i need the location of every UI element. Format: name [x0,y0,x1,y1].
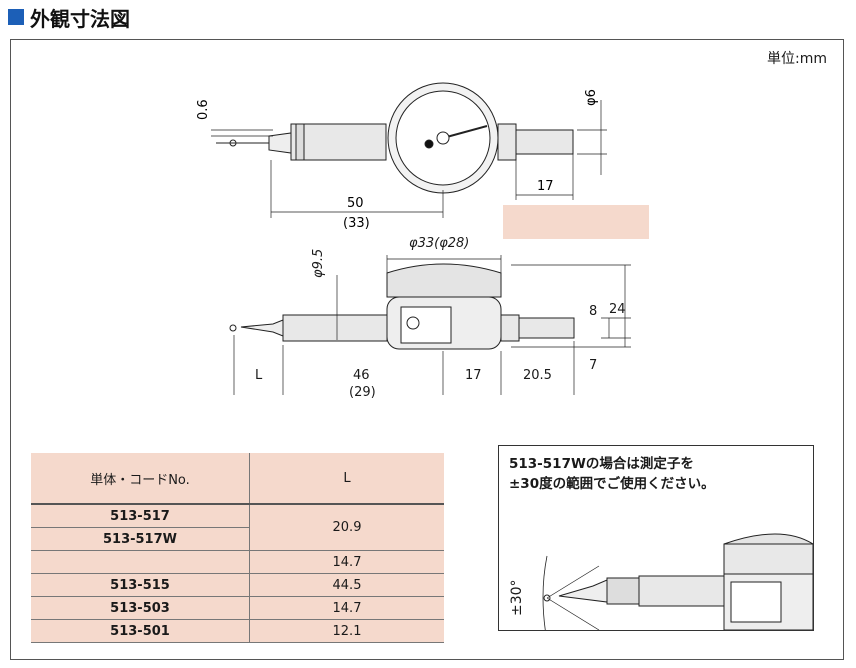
page-title-text: 外観寸法図 [30,6,130,31]
unit-label: 単位:mm [767,51,827,67]
spec-table: 単体・コードNo. L 513-517 20.9 513-517W 14.7 5… [31,453,444,643]
table-header-L: L [249,453,444,505]
table-row-L: 12.1 [249,619,444,643]
dim-8-label: 8 [589,304,598,319]
title-square-icon [8,9,24,25]
table-header-code: 単体・コードNo. [31,453,250,505]
page-title: 外観寸法図 [8,2,130,32]
note-angle-label: ±30° [509,579,525,616]
table-row-code: 513-503 [31,596,250,620]
dim-24-label: 24 [609,302,626,317]
note-text: 513-517Wの場合は測定子を ±30度の範囲でご使用ください。 [509,454,715,494]
table-row-code: 513-517 [31,504,250,528]
note-line-2: ±30度の範囲でご使用ください。 [509,476,715,492]
dim-stem-len-label: 17 [537,179,554,194]
dim-17-label: 17 [465,368,482,383]
dim-stem-dia-label: φ6 [584,89,599,106]
note-line-1: 513-517Wの場合は測定子を [509,456,694,472]
table-row-L: 14.7 [249,550,444,574]
top-view-drawing: 0.6 φ6 17 50 (33) [196,82,607,231]
dim-length-alt-label: (33) [343,216,370,231]
highlight-box [503,205,649,239]
table-row-code [31,550,250,574]
dim-7-label: 7 [589,358,598,373]
table-row-L: 20.9 [249,504,444,551]
dim-tip-label: 0.6 [196,99,211,120]
dim-20-5-label: 20.5 [523,368,552,383]
table-row-code: 513-517W [31,527,250,551]
dim-face-label: φ33(φ28) [409,236,470,251]
dim-46-alt-label: (29) [349,385,376,400]
dim-body-label: φ9.5 [311,248,326,278]
table-row-L: 44.5 [249,573,444,597]
dim-L-label: L [255,368,263,383]
table-row-code: 513-515 [31,573,250,597]
dim-length-label: 50 [347,196,364,211]
side-view-drawing [229,255,631,395]
table-row-code: 513-501 [31,619,250,643]
drawing-frame: 単位:mm [10,39,844,660]
note-box: 513-517Wの場合は測定子を ±30度の範囲でご使用ください。 ±30° [498,445,814,631]
note-drawing [542,533,813,630]
table-row-L: 14.7 [249,596,444,620]
dim-46-label: 46 [353,368,370,383]
